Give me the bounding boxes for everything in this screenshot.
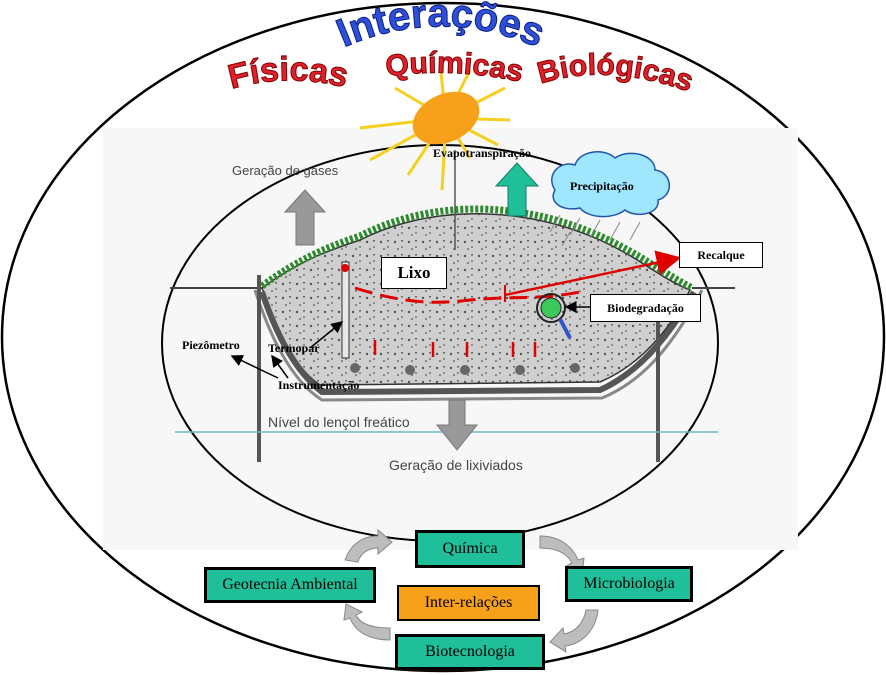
label-gases: Geração de gases: [232, 163, 339, 178]
box-microbiologia: Microbiologia: [565, 566, 693, 602]
thermocouple-probe: [341, 261, 350, 359]
termopar-arrow: [309, 321, 344, 349]
landfill-cell: [261, 213, 692, 386]
cycle-arrow-bottom-right: [549, 609, 599, 654]
instr-arrow-1: [230, 355, 279, 379]
settlement-line: [354, 286, 581, 304]
drain-pipes: [350, 363, 580, 375]
evapo-arrow: [494, 162, 540, 217]
rain-lines: [549, 214, 641, 247]
gas-arrow: [283, 189, 327, 246]
box-geotecnia: Geotecnia Ambiental: [204, 567, 376, 603]
box-biotecnologia: Biotecnologia: [395, 634, 545, 670]
magnifier-handle: [558, 318, 572, 339]
recalque-arrow: [504, 250, 682, 297]
label-instrumentacao: Instrumentação: [278, 378, 360, 392]
box-quimica: Química: [415, 530, 525, 568]
label-piezometro: Piezômetro: [182, 338, 240, 352]
sun: [412, 91, 480, 145]
label-biodegradacao: Biodegradação: [590, 294, 701, 322]
liner-layer: [259, 290, 697, 396]
label-evapo: Evapotranspiração: [433, 146, 532, 160]
leachate-down-arrow: [435, 399, 479, 451]
precip-cloud: [551, 151, 670, 218]
microbe-icon: [540, 297, 562, 319]
cycle-arrow-top-left: [344, 528, 393, 563]
thermocouple-bulb: [341, 264, 349, 272]
cycle-arrow-bottom-left: [343, 603, 391, 641]
label-lixiviados: Geração de lixiviados: [389, 457, 523, 473]
label-precip: Precipitação: [570, 179, 634, 193]
grass-cover: [259, 205, 694, 292]
instr-arrow-2: [271, 354, 289, 379]
label-lixo: Lixo: [381, 257, 447, 289]
liner-layer-2: [253, 289, 704, 402]
leachate-arrows: [373, 340, 537, 357]
box-inter-relacoes: Inter-relações: [397, 585, 540, 621]
label-nivel: Nível do lençol freático: [268, 414, 410, 430]
label-termopar: Termopar: [268, 341, 320, 355]
label-recalque: Recalque: [679, 242, 763, 268]
